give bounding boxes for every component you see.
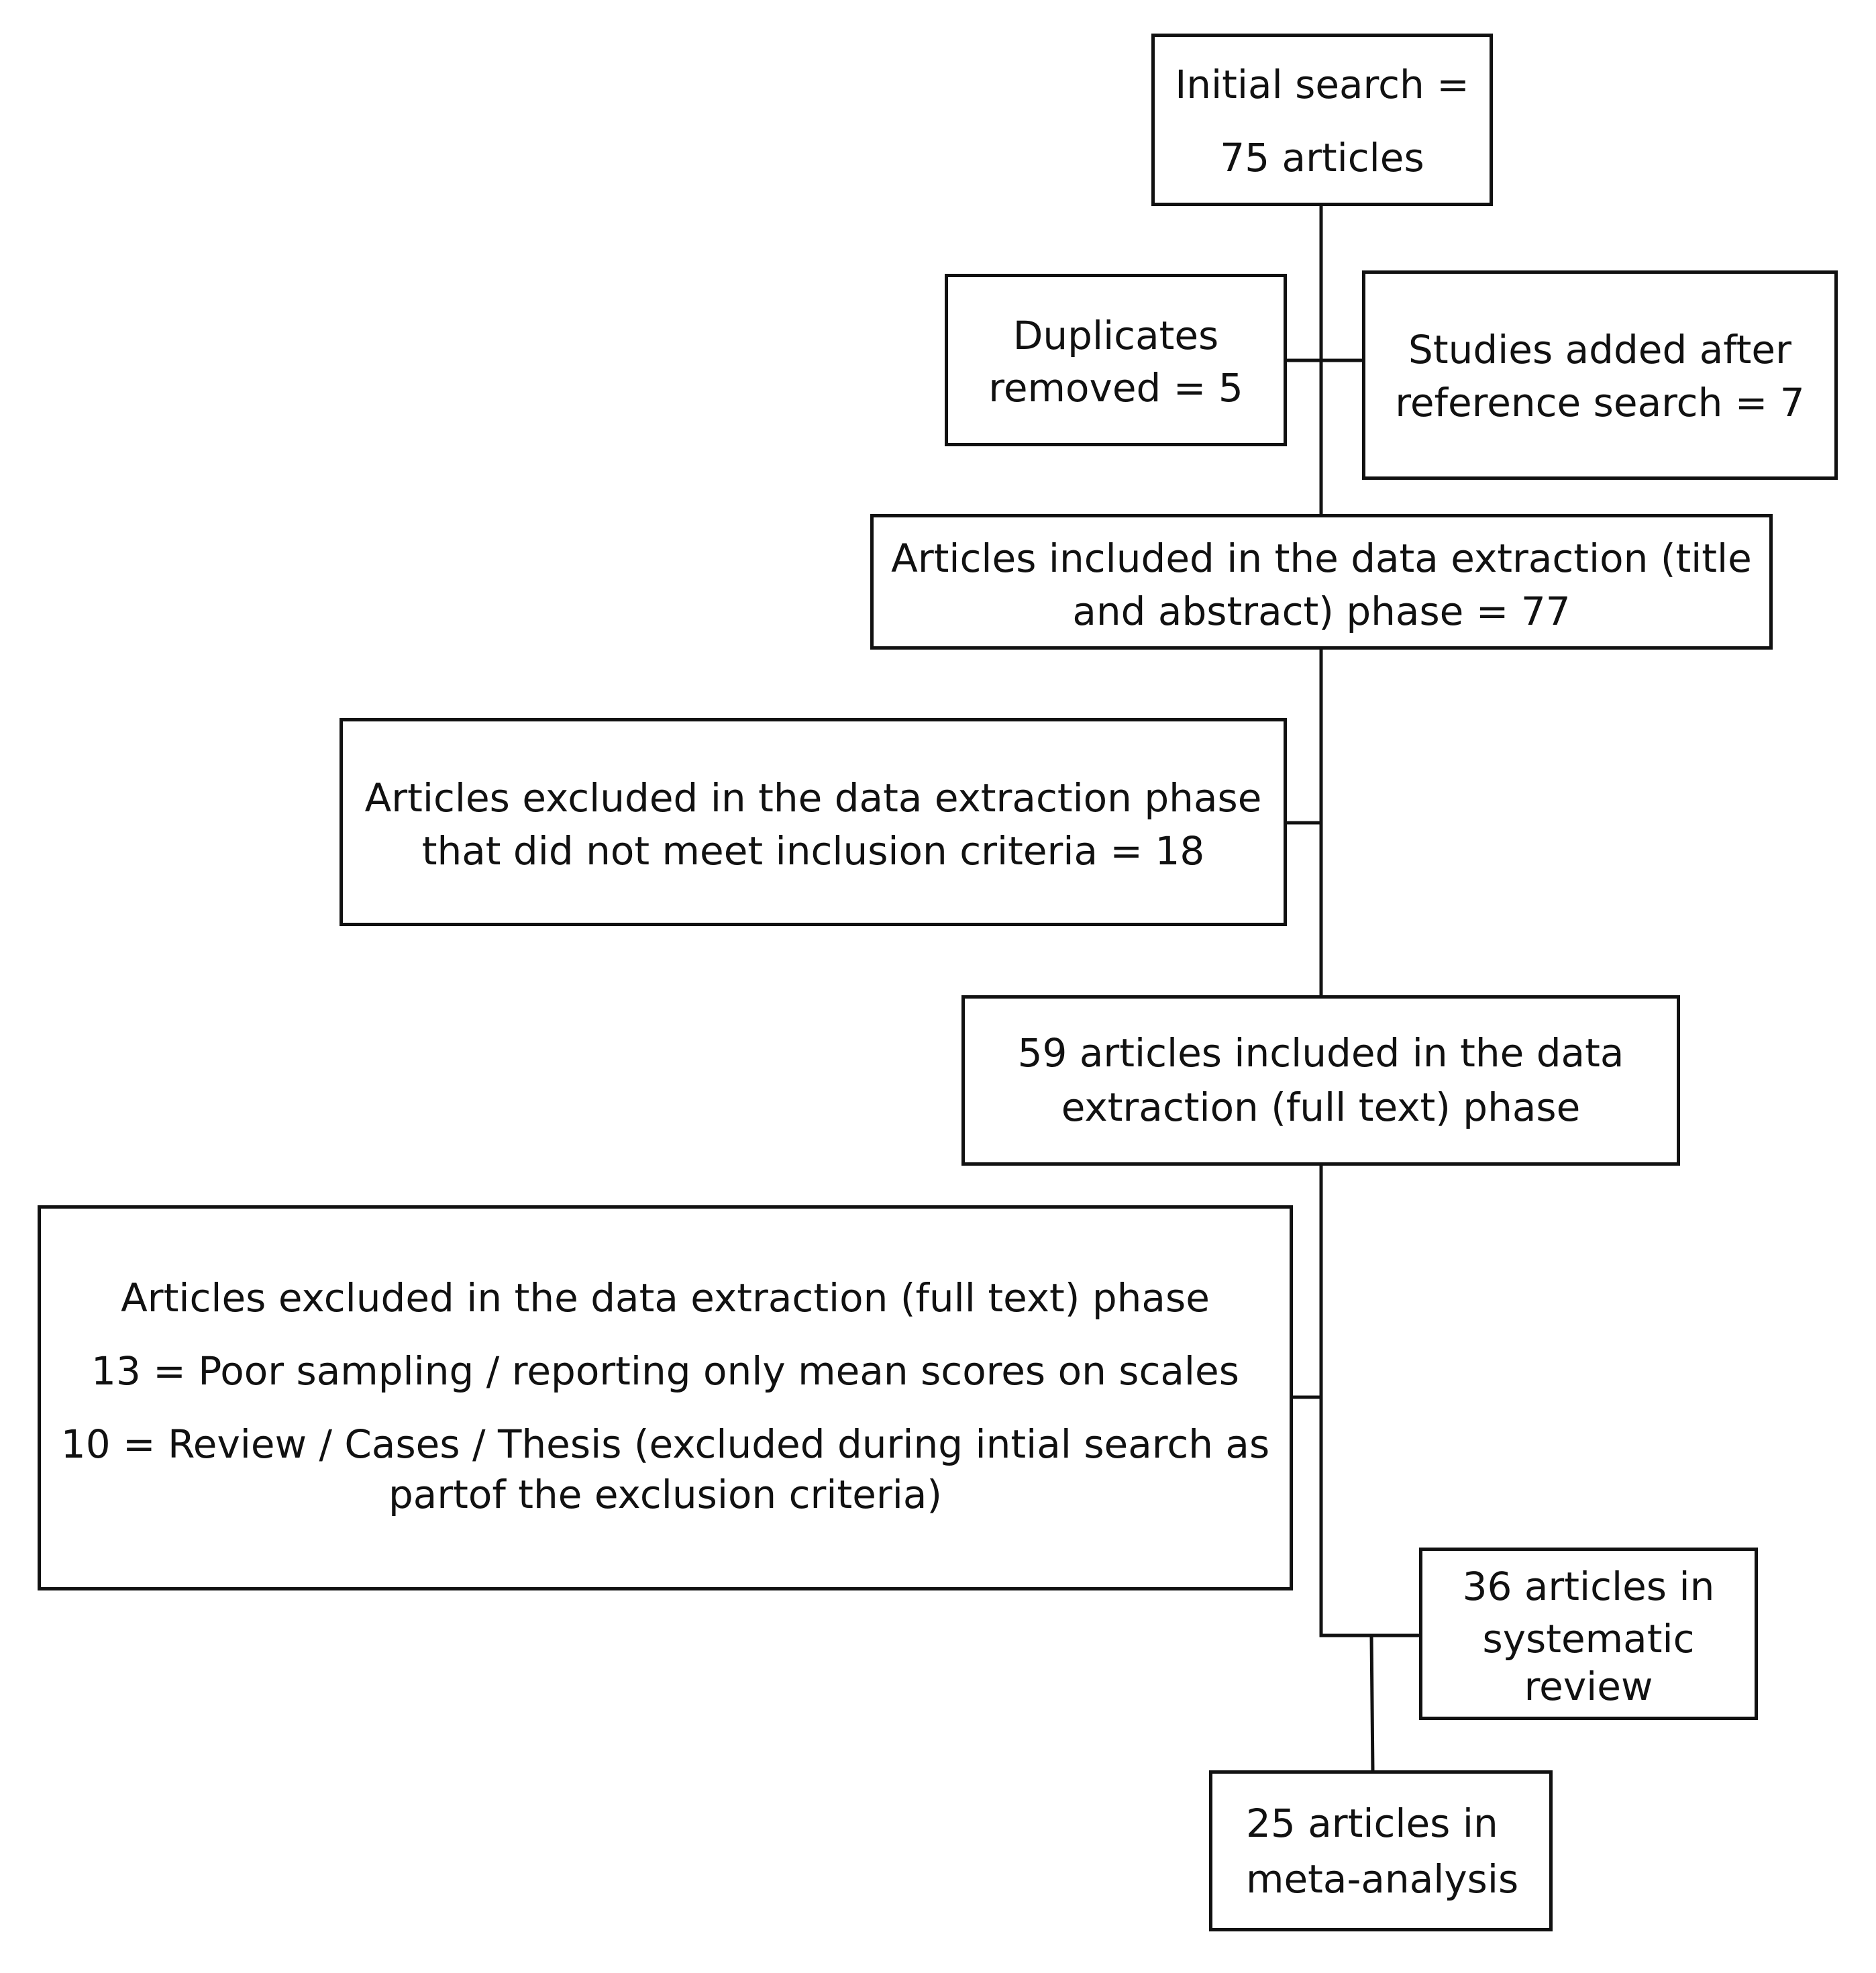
duplicates-line-1: Duplicates bbox=[1012, 313, 1219, 358]
initial-search-line-2: 75 articles bbox=[1220, 135, 1424, 181]
excluded-criteria-line-2: that did not meet inclusion criteria = 1… bbox=[421, 828, 1205, 874]
duplicates-line-2: removed = 5 bbox=[988, 365, 1243, 411]
studies-added-line-2: reference search = 7 bbox=[1395, 380, 1805, 425]
excluded-full-text-line-1: Articles excluded in the data extraction… bbox=[121, 1275, 1210, 1321]
excluded-full-text-line-2: 13 = Poor sampling / reporting only mean… bbox=[91, 1348, 1239, 1394]
systematic-review-line-2: systematic bbox=[1482, 1616, 1695, 1662]
meta-analysis-line bbox=[1369, 1633, 1375, 1774]
title-abstract-line-1: Articles included in the data extraction… bbox=[891, 536, 1752, 581]
full-text-box: 59 articles included in the data extract… bbox=[961, 995, 1680, 1166]
excluded-full-text-box: Articles excluded in the data extraction… bbox=[38, 1205, 1293, 1590]
excluded-full-text-line-3: 10 = Review / Cases / Thesis (excluded d… bbox=[60, 1421, 1270, 1467]
full-text-line-2: extraction (full text) phase bbox=[1061, 1084, 1581, 1130]
studies-added-line-1: Studies added after bbox=[1408, 327, 1791, 372]
duplicates-removed-box: Duplicates removed = 5 bbox=[945, 274, 1287, 446]
full-text-line-1: 59 articles included in the data bbox=[1017, 1030, 1624, 1076]
meta-analysis-box: 25 articles in meta-analysis bbox=[1209, 1770, 1553, 1931]
initial-search-box: Initial search = 75 articles bbox=[1151, 34, 1493, 206]
excluded-criteria-line-1: Articles excluded in the data extraction… bbox=[364, 775, 1262, 821]
meta-analysis-line-1: 25 articles in bbox=[1246, 1801, 1498, 1846]
excluded-full-text-line-4: partof the exclusion criteria) bbox=[388, 1472, 943, 1517]
title-abstract-box: Articles included in the data extraction… bbox=[870, 514, 1773, 650]
meta-analysis-line-2: meta-analysis bbox=[1246, 1856, 1519, 1902]
excluded-criteria-box: Articles excluded in the data extraction… bbox=[340, 718, 1287, 926]
initial-search-line-1: Initial search = bbox=[1175, 62, 1469, 107]
systematic-review-line-3: review bbox=[1524, 1664, 1653, 1709]
systematic-review-line-1: 36 articles in bbox=[1462, 1564, 1715, 1609]
studies-added-box: Studies added after reference search = 7 bbox=[1362, 270, 1838, 480]
title-abstract-line-2: and abstract) phase = 77 bbox=[1072, 589, 1571, 634]
systematic-review-box: 36 articles in systematic review bbox=[1419, 1548, 1758, 1720]
